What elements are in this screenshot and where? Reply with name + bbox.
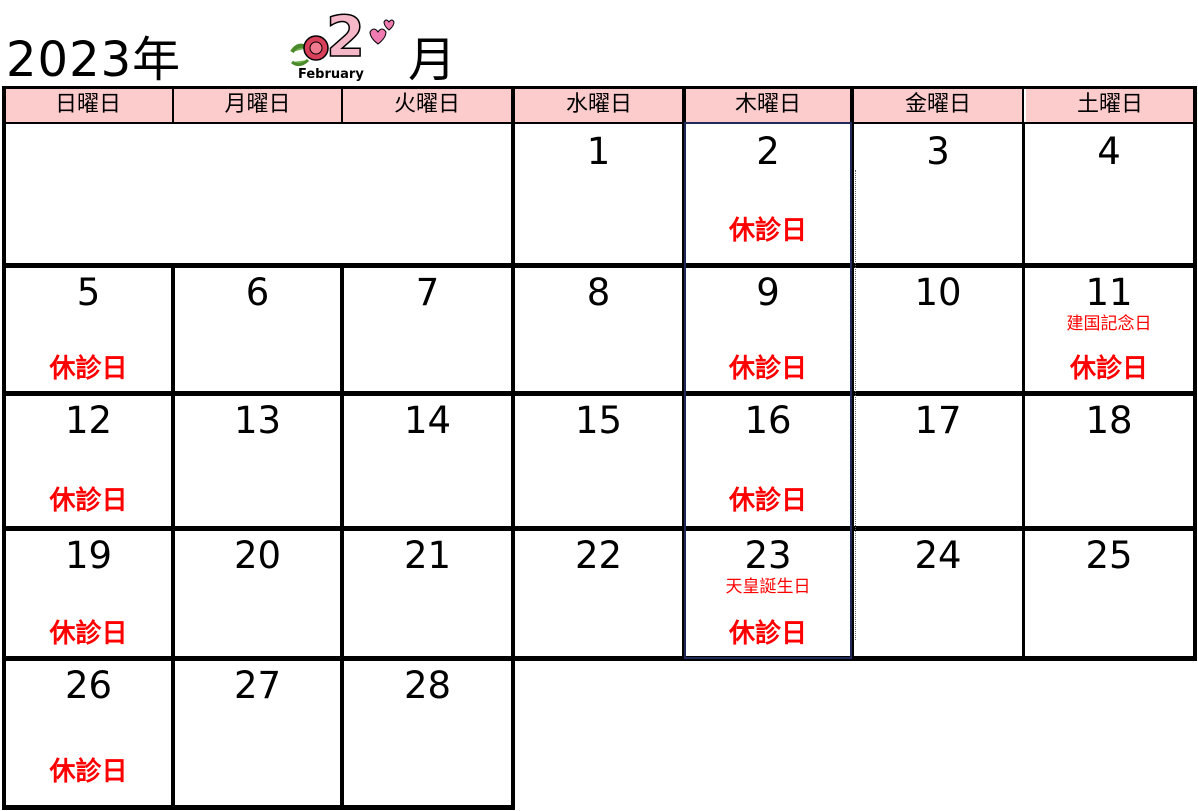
day-number: 24 <box>914 534 962 577</box>
day-number: 10 <box>914 271 962 314</box>
holiday-name: 建国記念日 <box>1066 314 1152 334</box>
weekday-saturday: 土曜日 <box>1026 88 1194 122</box>
day-number: 20 <box>233 534 282 577</box>
day-cell-wed[interactable]: 22 <box>515 531 682 656</box>
holiday-name: 天皇誕生日 <box>725 577 811 597</box>
day-cell-wed[interactable]: 8 <box>515 268 682 391</box>
day-number: 14 <box>403 399 452 442</box>
day-number: 6 <box>245 271 270 314</box>
closed-day-label: 休診日 <box>49 354 128 384</box>
day-cell-mon[interactable]: 6 <box>175 268 340 391</box>
day-number: 17 <box>914 399 962 442</box>
day-number: 26 <box>64 664 113 707</box>
heart-icon <box>369 28 387 45</box>
day-number: 2 <box>756 130 780 173</box>
closed-day-label: 休診日 <box>728 486 807 516</box>
logo-number: 2 <box>326 8 365 70</box>
closed-day-label: 休診日 <box>728 354 807 384</box>
day-cell-sat[interactable]: 25 <box>1025 531 1193 656</box>
day-cell-tue[interactable]: 14 <box>344 396 511 526</box>
closed-day-label: 休診日 <box>1069 354 1148 384</box>
day-cell-sun[interactable] <box>6 124 171 263</box>
day-cell-thu[interactable]: 16 休診日 <box>686 396 850 526</box>
day-cell-fri[interactable]: 10 <box>854 268 1022 391</box>
day-cell-thu[interactable]: 2 休診日 <box>686 124 850 263</box>
closed-day-label: 休診日 <box>728 619 807 649</box>
day-cell-fri[interactable]: 24 <box>854 531 1022 656</box>
day-cell-mon[interactable]: 13 <box>175 396 340 526</box>
day-cell-wed[interactable]: 1 <box>515 124 682 263</box>
closed-day-label: 休診日 <box>49 486 128 516</box>
day-number: 7 <box>415 271 440 314</box>
day-number: 22 <box>574 534 623 577</box>
weekday-friday: 金曜日 <box>854 88 1022 122</box>
day-cell-wed[interactable]: 15 <box>515 396 682 526</box>
day-cell-mon[interactable]: 27 <box>175 661 340 805</box>
day-number: 5 <box>76 271 101 314</box>
day-cell-tue[interactable] <box>344 124 511 263</box>
heart-icon-small <box>383 19 395 31</box>
day-cell-fri[interactable]: 17 <box>854 396 1022 526</box>
logo-word: February <box>298 67 364 82</box>
february-logo: 2 February <box>290 8 395 82</box>
day-cell-mon[interactable]: 20 <box>175 531 340 656</box>
day-number: 19 <box>64 534 113 577</box>
closed-day-label: 休診日 <box>49 619 128 649</box>
day-number: 15 <box>574 399 623 442</box>
day-number: 25 <box>1085 534 1133 577</box>
day-number: 13 <box>233 399 282 442</box>
day-cell-sun[interactable]: 12 休診日 <box>6 396 171 526</box>
day-number: 18 <box>1085 399 1133 442</box>
day-number: 28 <box>403 664 452 707</box>
day-number: 8 <box>586 271 611 314</box>
day-number: 27 <box>233 664 282 707</box>
calendar-year-title: 2023年 <box>6 32 182 88</box>
day-cell-thu[interactable]: 9 休診日 <box>686 268 850 391</box>
day-number: 16 <box>744 399 792 442</box>
day-cell-sun[interactable]: 26 休診日 <box>6 661 171 805</box>
weekday-tuesday: 火曜日 <box>343 88 511 122</box>
day-cell-fri[interactable]: 3 <box>854 124 1022 263</box>
day-cell-sun[interactable]: 5 休診日 <box>6 268 171 391</box>
day-cell-sun[interactable]: 19 休診日 <box>6 531 171 656</box>
day-cell-tue[interactable]: 21 <box>344 531 511 656</box>
day-cell-sat[interactable]: 18 <box>1025 396 1193 526</box>
day-number: 4 <box>1097 130 1121 173</box>
day-number: 12 <box>64 399 113 442</box>
weekday-thursday: 木曜日 <box>686 88 850 122</box>
day-cell-tue[interactable]: 28 <box>344 661 511 805</box>
calendar-month-title: 月 <box>408 32 457 88</box>
flower-icon <box>290 35 329 67</box>
day-cell-sat[interactable]: 4 <box>1025 124 1193 263</box>
day-number: 9 <box>756 271 780 314</box>
day-cell-mon[interactable] <box>175 124 340 263</box>
day-number: 1 <box>586 130 611 173</box>
day-number: 23 <box>744 534 792 577</box>
weekday-wednesday: 水曜日 <box>515 88 683 122</box>
day-number: 11 <box>1085 271 1133 314</box>
day-number: 3 <box>926 130 950 173</box>
closed-day-label: 休診日 <box>728 216 807 246</box>
weekday-sunday: 日曜日 <box>4 88 172 122</box>
day-cell-tue[interactable]: 7 <box>344 268 511 391</box>
weekday-monday: 月曜日 <box>174 88 341 122</box>
closed-day-label: 休診日 <box>49 757 128 787</box>
day-number: 21 <box>403 534 452 577</box>
